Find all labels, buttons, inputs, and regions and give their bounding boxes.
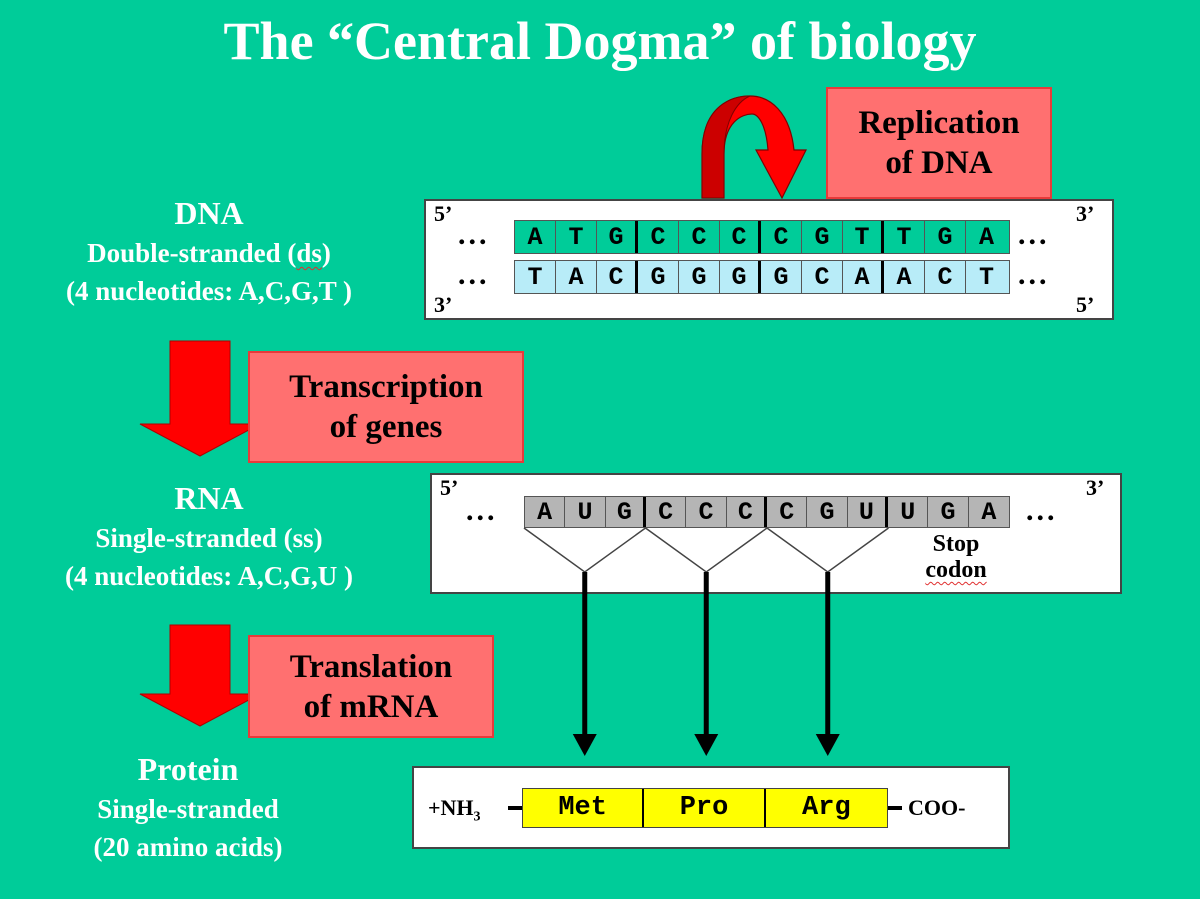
dna-line1-abbr: ds <box>296 238 322 268</box>
circular-arrow-icon <box>701 95 807 200</box>
n-terminus-text: +NH <box>428 795 474 820</box>
dna-bottom-right-ellipsis: ... <box>1018 258 1050 291</box>
n-terminus-bond <box>508 806 522 810</box>
dna-description: DNA Double-stranded (ds) (4 nucleotides:… <box>0 192 418 310</box>
stop-codon-line1: Stop <box>932 531 980 557</box>
dna-top-strand-base: C <box>761 221 802 253</box>
rna-3prime: 3’ <box>1086 475 1105 500</box>
rna-5prime: 5’ <box>440 475 459 500</box>
dna-top-strand-base: T <box>843 221 884 253</box>
rna-line2: (4 nucleotides: A,C,G,U ) <box>65 561 353 591</box>
dna-bottom-strand-base: A <box>843 261 884 293</box>
rna-strand-base: G <box>606 497 647 527</box>
dna-top-strand-base: C <box>638 221 679 253</box>
rna-strand-base: U <box>888 497 929 527</box>
dna-bottom-strand-base: G <box>720 261 761 293</box>
dna-bottom-strand-base: A <box>884 261 925 293</box>
rna-strand-base: A <box>525 497 566 527</box>
replication-line1: Replication <box>858 105 1020 141</box>
rna-description: RNA Single-stranded (ss) (4 nucleotides:… <box>0 477 418 595</box>
dna-bottom-strand-base: G <box>761 261 802 293</box>
dna-bottom-strand-base: G <box>679 261 720 293</box>
amino-acid-met: Met <box>523 789 645 827</box>
translation-arrowhead-icon <box>694 734 719 756</box>
transcription-line2: of genes <box>329 409 443 445</box>
n-terminus-subscript: 3 <box>473 809 481 825</box>
protein-name: Protein <box>137 751 239 787</box>
dna-top-strand-base: T <box>556 221 597 253</box>
dna-bottom-5prime: 5’ <box>1076 292 1095 317</box>
translation-line2: of mRNA <box>303 688 439 725</box>
dna-top-5prime: 5’ <box>434 201 453 226</box>
dna-line2: (4 nucleotides: A,C,G,T ) <box>65 276 352 306</box>
dna-bottom-strand-base: T <box>978 262 994 292</box>
dna-top-right-ellipsis: ... <box>1018 218 1050 251</box>
translation-arrowhead-icon <box>572 734 597 756</box>
replication-line2: of DNA <box>885 145 993 181</box>
dna-bottom-strand-base: A <box>556 261 597 293</box>
amino-acid-pro: Pro <box>644 789 766 827</box>
dna-top-strand-base: C <box>679 221 720 253</box>
dna-top-strand-base: G <box>802 221 843 253</box>
transcription-label: Transcription of genes <box>248 351 524 463</box>
dna-bottom-strand-base: C <box>597 261 638 293</box>
protein-line1: Single-stranded <box>97 794 279 824</box>
dna-top-strand-base: G <box>597 221 638 253</box>
c-terminus: COO- <box>908 795 966 820</box>
dna-name: DNA <box>174 195 244 231</box>
dna-line1-pre: Double-stranded ( <box>87 238 297 268</box>
dna-bottom-strand-base: C <box>925 261 966 293</box>
protein-line2: (20 amino acids) <box>93 832 283 862</box>
rna-strand-base: G <box>807 497 848 527</box>
translation-line1: Translation <box>289 648 453 685</box>
dna-bottom-strand-base: T <box>515 261 556 293</box>
transcription-line1: Transcription <box>289 369 483 405</box>
transcription-arrow-icon <box>139 340 261 457</box>
rna-strand-base: U <box>565 497 606 527</box>
dna-line1-post: ) <box>321 238 331 268</box>
dna-top-strand-base: G <box>925 221 966 253</box>
rna-left-ellipsis: ... <box>466 494 498 527</box>
n-terminus: +NH3 <box>428 795 481 830</box>
rna-right-ellipsis: ... <box>1026 494 1058 527</box>
replication-label: Replication of DNA <box>826 87 1052 199</box>
rna-strand-base: C <box>767 497 808 527</box>
translation-label: Translation of mRNA <box>248 635 494 738</box>
dna-top-left-ellipsis: ... <box>458 218 490 251</box>
dna-top-strand-base: T <box>884 221 925 253</box>
rna-strand-base: A <box>981 497 997 527</box>
rna-strand-base: C <box>727 497 768 527</box>
stop-codon-line2: codon <box>925 557 987 583</box>
dna-line1: Double-stranded (ds) <box>0 234 418 272</box>
protein-description: Protein Single-stranded (20 amino acids) <box>0 748 376 866</box>
dna-bottom-strand-base: C <box>802 261 843 293</box>
translation-arrow-icon <box>139 624 261 727</box>
translation-arrowhead-icon <box>815 734 840 756</box>
rna-strand-base: G <box>928 497 969 527</box>
rna-strand-base: U <box>848 497 889 527</box>
rna-strand-base: C <box>686 497 727 527</box>
rna-strand-base: C <box>646 497 687 527</box>
amino-acid-arg: Arg <box>802 793 851 823</box>
dna-top-strand-base: C <box>720 221 761 253</box>
dna-bottom-3prime: 3’ <box>434 292 453 317</box>
rna-name: RNA <box>174 480 244 516</box>
rna-line1: Single-stranded (ss) <box>95 523 323 553</box>
dna-top-strand-base: A <box>978 222 994 252</box>
dna-bottom-left-ellipsis: ... <box>458 258 490 291</box>
stop-codon-label: Stop codon <box>906 531 1006 583</box>
page-title: The “Central Dogma” of biology <box>223 11 977 71</box>
dna-top-strand-base: A <box>515 221 556 253</box>
c-terminus-bond <box>888 806 902 810</box>
dna-bottom-strand-base: G <box>638 261 679 293</box>
dna-top-3prime: 3’ <box>1076 201 1095 226</box>
